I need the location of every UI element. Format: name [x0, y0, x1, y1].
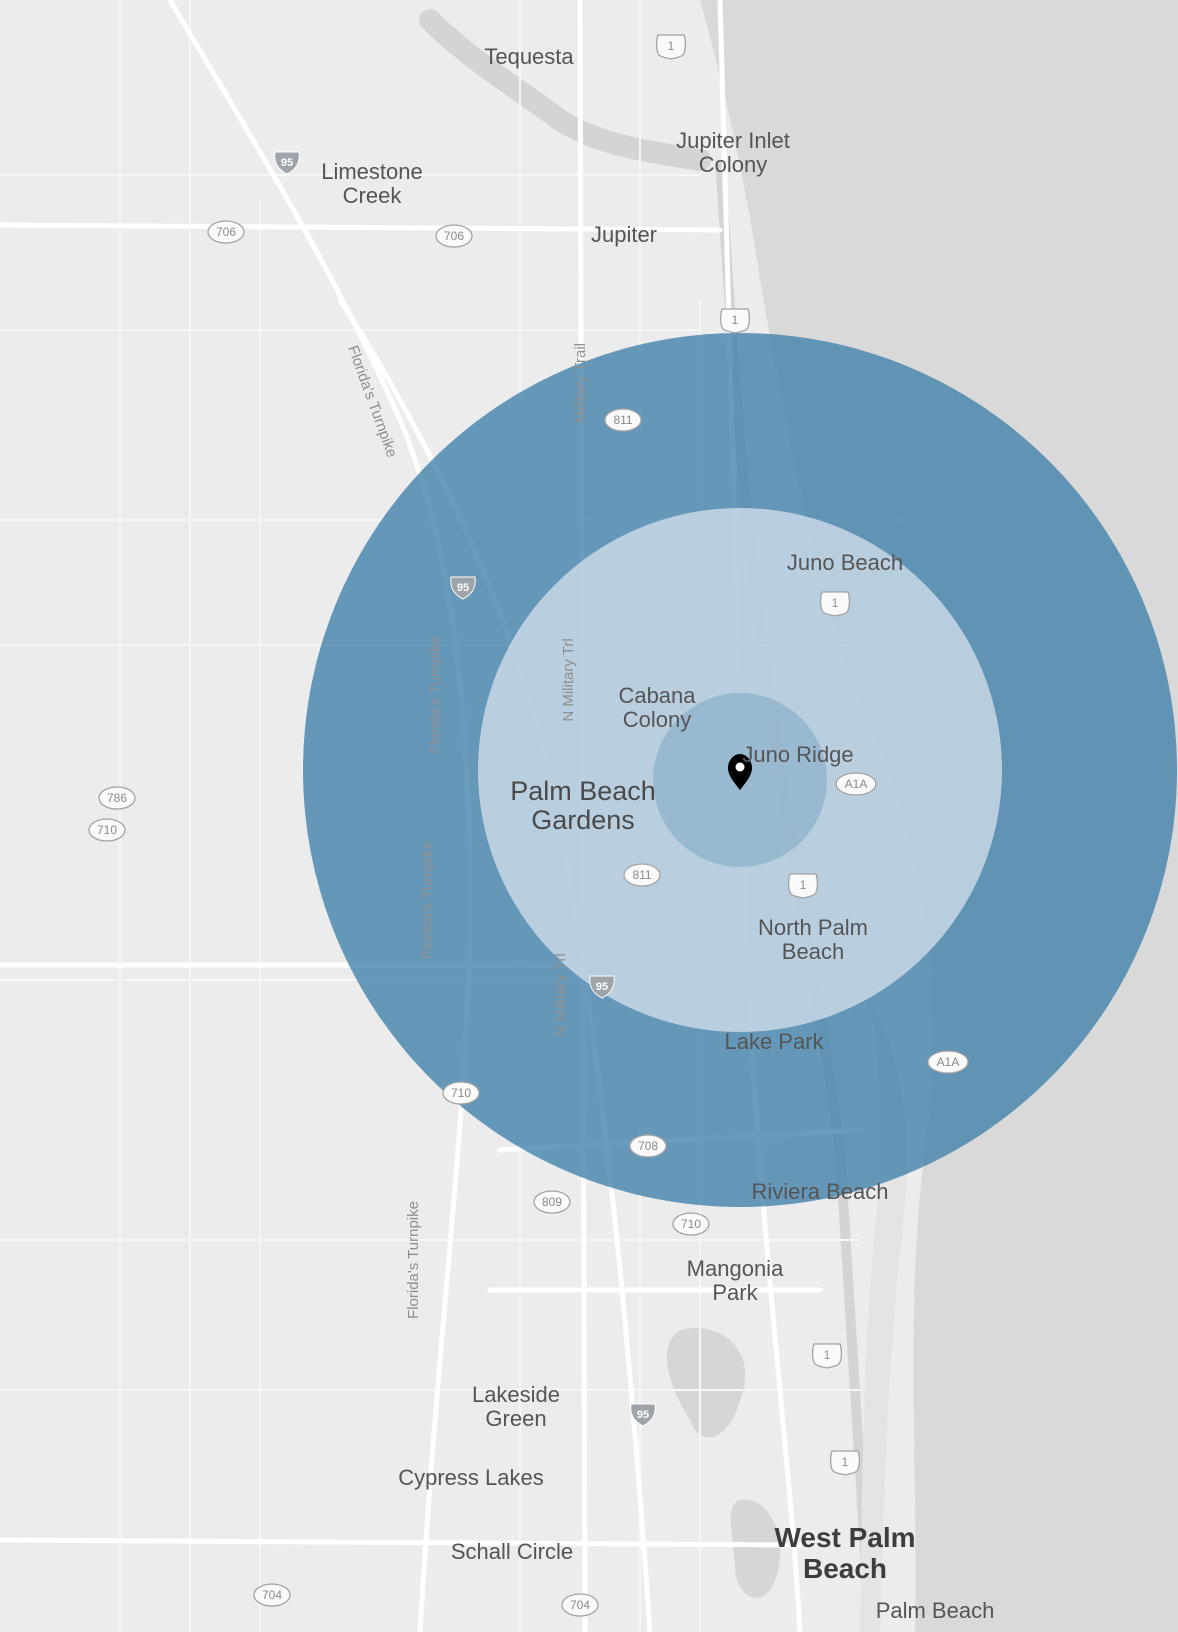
place-label-schall-circle: Schall Circle	[451, 1539, 573, 1564]
svg-text:95: 95	[637, 1409, 649, 1421]
sr-704-shield: 704	[561, 1593, 599, 1617]
place-label-cabana-colony-line1: Cabana	[618, 683, 696, 708]
n-military-trl-label-north: N Military Trl	[560, 638, 577, 721]
us-1-shield: 1	[819, 591, 851, 617]
place-label-cypress-lakes: Cypress Lakes	[398, 1465, 544, 1490]
n-military-trl-label-south: N Military Trl	[552, 953, 569, 1036]
sr-786-shield: 786	[98, 786, 136, 810]
sr-811-shield: 811	[604, 408, 642, 432]
sr-706-shield: 706	[207, 220, 245, 244]
svg-text:95: 95	[457, 582, 469, 594]
sr-706-road	[0, 222, 723, 233]
svg-text:95: 95	[596, 981, 608, 993]
svg-text:95: 95	[281, 157, 293, 169]
svg-text:1: 1	[842, 1455, 849, 1469]
sr-704-road	[0, 1537, 803, 1548]
svg-text:706: 706	[216, 225, 236, 239]
svg-text:1: 1	[800, 878, 807, 892]
svg-text:710: 710	[97, 823, 117, 837]
place-label-tequesta: Tequesta	[484, 44, 574, 69]
sr-708-shield: 708	[629, 1134, 667, 1158]
place-label-mangonia-park-line1: Mangonia	[687, 1256, 784, 1281]
place-label-jupiter: Jupiter	[591, 222, 657, 247]
a1a-shield: A1A	[835, 772, 877, 796]
map-pin-icon[interactable]	[728, 754, 752, 790]
place-label-north-palm-beach-line2: Beach	[782, 939, 844, 964]
floridas-turnpike-label-south: Florida's Turnpike	[419, 841, 436, 959]
place-label-palm-beach: Palm Beach	[876, 1598, 995, 1623]
place-label-juno-ridge: Juno Ridge	[742, 742, 853, 767]
lake-mangonia	[666, 1328, 746, 1438]
place-label-west-palm-beach-line1: West Palm	[774, 1522, 915, 1553]
place-label-west-palm-beach-line2: Beach	[803, 1553, 887, 1584]
military-trail-label: Military Trail	[572, 343, 589, 423]
sr-710-shield: 710	[88, 818, 126, 842]
sr-710-shield: 710	[672, 1212, 710, 1236]
us-1-shield: 1	[787, 873, 819, 899]
place-label-palm-beach-gardens-line2: Gardens	[531, 805, 635, 835]
place-label-jupiter-inlet-colony-line1: Jupiter Inlet	[676, 128, 790, 153]
sr-706-shield: 706	[435, 224, 473, 248]
svg-text:710: 710	[451, 1086, 471, 1100]
sr-809-shield: 809	[533, 1190, 571, 1214]
i-95-shield: 95	[450, 576, 476, 600]
svg-text:1: 1	[824, 1348, 831, 1362]
us-1-shield: 1	[655, 34, 687, 60]
floridas-turnpike-label-far-south: Florida's Turnpike	[405, 1201, 422, 1319]
us-1-shield: 1	[829, 1450, 861, 1476]
i-95-shield: 95	[630, 1403, 656, 1427]
place-label-riviera-beach: Riviera Beach	[752, 1179, 889, 1204]
sr-811-shield: 811	[623, 863, 661, 887]
us-1-shield: 1	[811, 1343, 843, 1369]
svg-text:708: 708	[638, 1139, 658, 1153]
us-1-shield: 1	[719, 308, 751, 334]
place-label-lakeside-green-line1: Lakeside	[472, 1382, 560, 1407]
place-label-lakeside-green-line2: Green	[485, 1406, 546, 1431]
place-label-palm-beach-gardens-line1: Palm Beach	[510, 776, 656, 806]
place-label-jupiter-inlet-colony-line2: Colony	[699, 152, 767, 177]
svg-text:1: 1	[832, 596, 839, 610]
floridas-turnpike-label-mid: Florida's Turnpike	[427, 636, 444, 754]
sr-710-shield: 710	[442, 1081, 480, 1105]
svg-text:706: 706	[444, 229, 464, 243]
svg-text:710: 710	[681, 1217, 701, 1231]
place-label-north-palm-beach-line1: North Palm	[758, 915, 868, 940]
svg-text:1: 1	[668, 39, 675, 53]
place-label-limestone-creek-line2: Creek	[343, 183, 403, 208]
svg-text:811: 811	[632, 868, 651, 882]
svg-text:704: 704	[570, 1598, 590, 1612]
svg-text:786: 786	[107, 791, 127, 805]
svg-text:1: 1	[732, 313, 739, 327]
sr-704-shield: 704	[253, 1583, 291, 1607]
clear-lake	[730, 1499, 781, 1598]
place-label-limestone-creek-line1: Limestone	[321, 159, 423, 184]
place-label-juno-beach: Juno Beach	[787, 550, 903, 575]
i-95-shield: 95	[589, 975, 615, 999]
i-95-shield: 95	[274, 151, 300, 175]
svg-text:704: 704	[262, 1588, 282, 1602]
svg-text:809: 809	[542, 1195, 562, 1209]
a1a-shield: A1A	[927, 1050, 969, 1074]
place-label-cabana-colony-line2: Colony	[623, 707, 691, 732]
loxahatchee-river	[419, 9, 711, 171]
svg-text:A1A: A1A	[937, 1055, 960, 1069]
svg-text:A1A: A1A	[845, 777, 868, 791]
svg-text:811: 811	[613, 413, 632, 427]
place-label-mangonia-park-line2: Park	[712, 1280, 758, 1305]
place-label-lake-park: Lake Park	[724, 1029, 824, 1054]
